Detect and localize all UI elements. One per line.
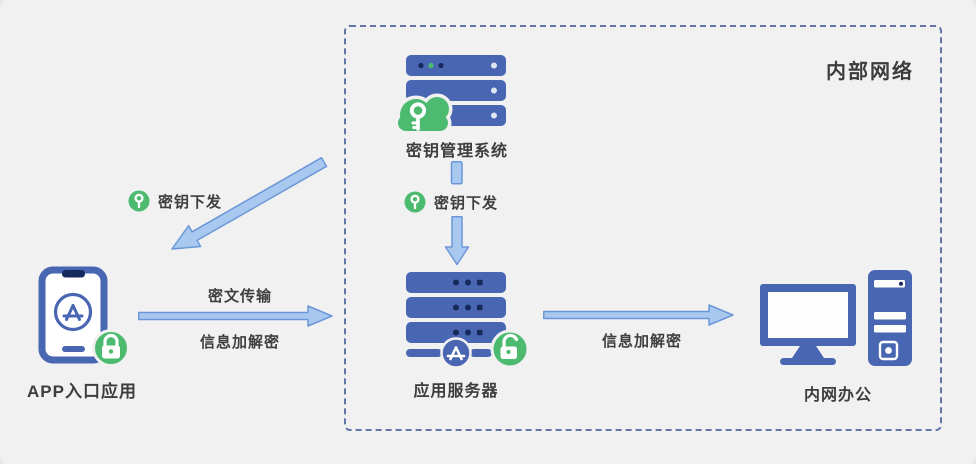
- arrow-server-to-office: [543, 304, 734, 326]
- internal-network-label: 内部网络: [826, 61, 914, 83]
- key-distribution-mid: 密钥下发: [404, 191, 498, 213]
- desktop-computer-icon: [760, 270, 912, 366]
- app-server-icon: [406, 272, 530, 369]
- key-distribution-left-label: 密钥下发: [158, 193, 223, 211]
- key-distribution-left: 密钥下发: [128, 190, 222, 212]
- appstore-icon: [53, 292, 93, 332]
- encdec-left-label: 信息加解密: [199, 334, 281, 351]
- lock-icon: [92, 329, 130, 367]
- arrow-app-to-server: [138, 305, 333, 327]
- key-badge-icon: [404, 191, 426, 213]
- kms-connector-stub: [450, 161, 463, 185]
- internal-network-zone: [344, 25, 942, 431]
- kms-label: 密钥管理系统: [405, 143, 509, 160]
- arrow-key-distribution-down: [444, 216, 470, 266]
- key-badge-icon: [128, 190, 150, 212]
- app-entry-phone-icon: [38, 266, 130, 367]
- cipher-transfer-label: 密文传输: [207, 288, 273, 305]
- phone-notch: [62, 270, 85, 278]
- encdec-right-label: 信息加解密: [601, 333, 683, 350]
- key-distribution-mid-label: 密钥下发: [434, 194, 499, 212]
- app-server-label: 应用服务器: [413, 383, 499, 400]
- app-entry-label: APP入口应用: [27, 382, 137, 401]
- unlock-icon: [490, 329, 530, 369]
- arrow-key-distribution-left: [171, 157, 328, 250]
- office-label: 内网办公: [803, 387, 873, 404]
- appstore-icon: [440, 337, 472, 369]
- kms-server-icon: [394, 55, 506, 135]
- key-glyph: [409, 102, 427, 131]
